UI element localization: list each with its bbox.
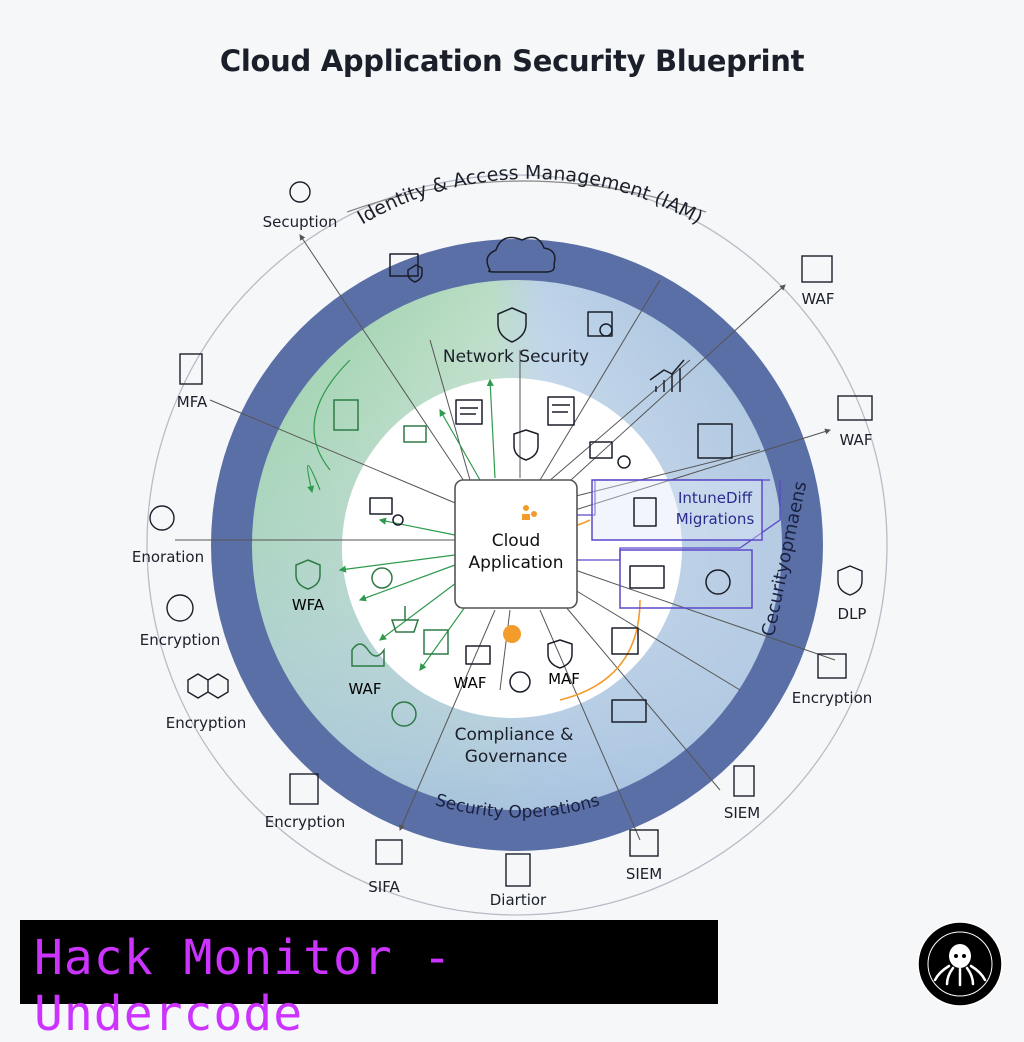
maf-label: MAF xyxy=(548,670,580,688)
iam-label: Identity & Access Management (IAM) xyxy=(354,162,707,229)
octopus-logo-icon xyxy=(917,921,1003,1007)
outer-guide-ring xyxy=(146,174,888,916)
router-icon xyxy=(465,645,491,665)
iam-arc-frame xyxy=(346,180,707,213)
certificate-icon xyxy=(333,399,359,431)
wfa-label: WFA xyxy=(292,596,325,614)
migrations-callout-box xyxy=(591,479,763,541)
encryption-monitor-icon xyxy=(817,653,847,679)
enoration-network-icon xyxy=(149,505,175,531)
waf-top-right-label: WAF xyxy=(801,290,835,308)
tag-shield-icon xyxy=(513,429,539,461)
network-security-label: Network Security xyxy=(443,347,589,367)
checklist-icon xyxy=(547,396,575,426)
waf-right-label: WAF xyxy=(839,431,873,449)
server-gear-icon xyxy=(589,441,613,459)
server-rack-icon xyxy=(611,699,647,723)
banner-text: Hack Monitor - Undercode xyxy=(34,930,453,1042)
siem-bottom-label: SIEM xyxy=(625,865,663,883)
siem-camera-icon xyxy=(629,829,659,857)
calculator-icon xyxy=(505,853,531,887)
shield-settings-icon xyxy=(547,639,573,669)
compliance-label-line1: Compliance & xyxy=(455,725,574,745)
encryption-label-1: Encryption xyxy=(139,631,221,649)
waf-shield-icon xyxy=(295,559,321,590)
compliance-label-line2: Governance xyxy=(465,747,568,767)
waf-left-label: WAF xyxy=(349,680,382,698)
encryption-laptop-icon xyxy=(289,773,319,805)
secuption-label: Secuption xyxy=(262,213,338,231)
mfa-device-icon xyxy=(179,353,203,385)
hack-monitor-banner: Hack Monitor - Undercode xyxy=(20,920,718,1042)
encryption-right-label: Encryption xyxy=(791,689,873,707)
diagram-title: Cloud Application Security Blueprint xyxy=(219,44,805,78)
encryption-hexagon-icon xyxy=(187,673,229,699)
green-connectors xyxy=(306,359,496,671)
dlp-label: DLP xyxy=(837,605,867,623)
shield-icon xyxy=(497,307,527,343)
presenter-icon xyxy=(629,565,665,589)
document-icon xyxy=(455,399,483,425)
analyst-icon xyxy=(705,569,731,595)
enoration-label: Enoration xyxy=(131,548,205,566)
monitoring-callout-box xyxy=(619,549,753,609)
cloud-icon xyxy=(486,236,556,273)
center-line2: Application xyxy=(469,553,564,573)
waf-inner-label: WAF xyxy=(454,674,487,692)
pie-chart-icon xyxy=(503,625,521,643)
chain-link-icon xyxy=(351,643,385,667)
cloud-application-box xyxy=(454,479,578,609)
secure-monitor-icon xyxy=(389,253,419,277)
mfa-label: MFA xyxy=(176,393,208,411)
diartior-label: Diartior xyxy=(489,891,547,909)
locked-doc-icon xyxy=(697,423,733,459)
community-icon xyxy=(391,701,417,727)
plant-icon xyxy=(390,606,420,633)
presentation-icon xyxy=(369,497,393,515)
waf-diagram-icon xyxy=(801,255,833,283)
users-group-icon xyxy=(371,567,393,589)
database-icon xyxy=(611,627,639,655)
settings-panel-icon xyxy=(587,311,613,337)
secuption-users-icon xyxy=(289,181,311,203)
encryption-label-3: Encryption xyxy=(264,813,346,831)
callout-line2: Migrations xyxy=(676,510,755,528)
org-chart-icon xyxy=(403,425,427,443)
encryption-coin-icon xyxy=(166,594,194,622)
encryption-label-2: Encryption xyxy=(165,714,247,732)
siem-phone-icon xyxy=(733,765,755,797)
stacked-doc-icon xyxy=(633,497,657,527)
globe-lock-icon xyxy=(423,629,449,655)
callout-line1: IntuneDiff xyxy=(678,489,753,507)
dlp-shield-icon xyxy=(837,565,863,596)
sifa-label: SIFA xyxy=(368,878,400,896)
sifa-server-icon xyxy=(375,839,403,865)
waf-monitor-icon xyxy=(837,395,873,421)
center-line1: Cloud xyxy=(492,531,541,551)
center-people-icon xyxy=(522,505,537,520)
siem-right-label: SIEM xyxy=(723,804,761,822)
team-icon xyxy=(509,671,531,693)
growth-chart-icon xyxy=(649,359,685,392)
